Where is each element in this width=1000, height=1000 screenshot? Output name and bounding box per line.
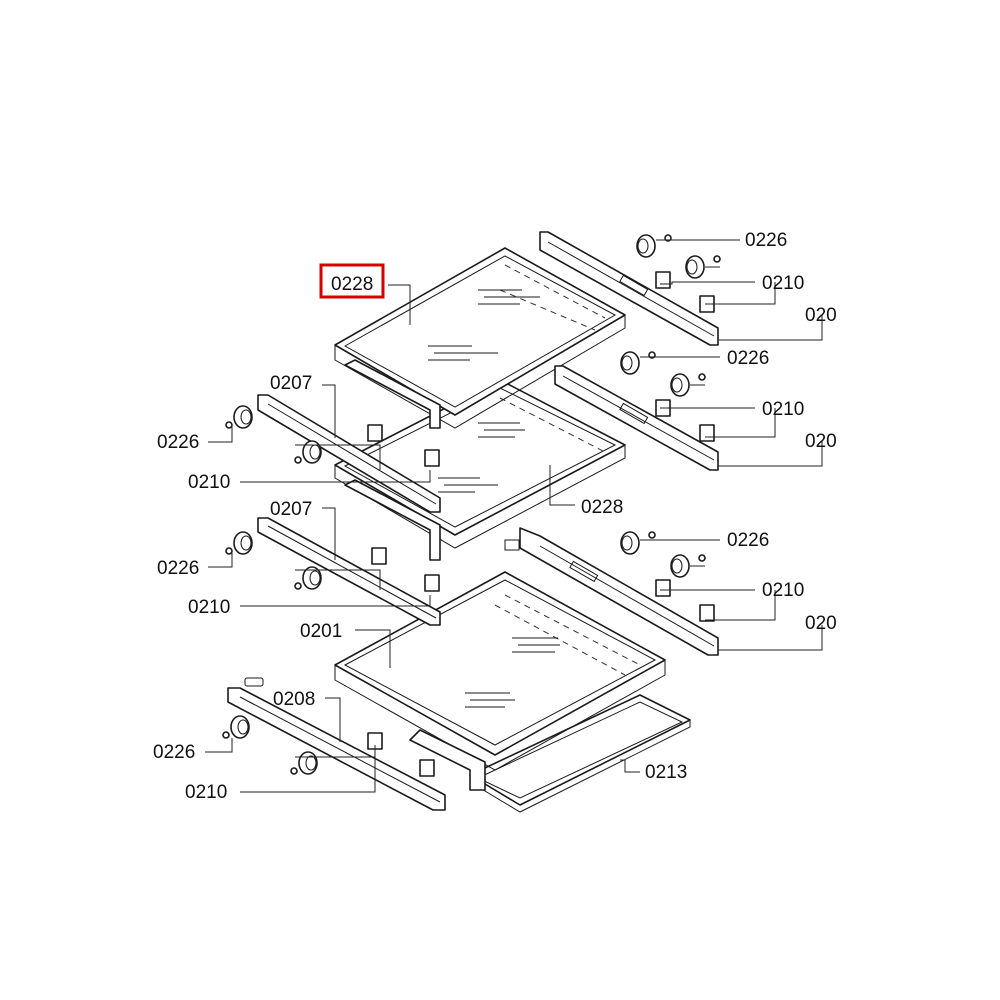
callout-0226-left-lower: 0226	[153, 742, 195, 763]
rail-left-upper	[257, 394, 441, 513]
callout-0228-middle: 0228	[581, 497, 623, 518]
callout-0226-right-upper: 0226	[745, 230, 787, 251]
callout-0208-right-lower: 020	[805, 613, 837, 634]
rail-right-upper	[539, 231, 719, 346]
callout-0207-right-upper: 020	[805, 305, 837, 326]
callout-0210-right-middle: 0210	[762, 399, 804, 420]
callout-0210-right-lower: 0210	[762, 580, 804, 601]
highlight-box	[319, 263, 385, 299]
callout-0210-left-lower: 0210	[185, 782, 227, 803]
callout-0226-left-middle: 0226	[157, 558, 199, 579]
callout-0228-top: 0228	[331, 274, 373, 295]
callout-0210-right-upper: 0210	[762, 273, 804, 294]
callout-0207-left-middle: 0207	[270, 499, 312, 520]
rail-left-lower	[227, 677, 446, 811]
callout-0201: 0201	[300, 621, 342, 642]
glass-shelf-0228-top	[334, 247, 626, 429]
callout-0210-left-middle: 0210	[188, 597, 230, 618]
rail-left-middle	[257, 517, 441, 626]
callout-0207-left-upper: 0207	[270, 373, 312, 394]
rail-right-lower	[504, 527, 719, 656]
glass-shelf-0201	[334, 571, 666, 791]
callout-0213: 0213	[645, 762, 687, 783]
callout-0226-right-lower: 0226	[727, 530, 769, 551]
callout-0210-left-upper: 0210	[188, 472, 230, 493]
rail-right-middle	[554, 365, 719, 471]
callout-0208-left-lower: 0208	[273, 689, 315, 710]
callout-0226-left-upper: 0226	[157, 432, 199, 453]
leader-lines	[205, 239, 823, 793]
callout-labels: 0228 0226 0210 020 0226 0210 020 0207 02…	[153, 230, 837, 803]
callout-0226-right-middle: 0226	[727, 348, 769, 369]
callout-0207-right-middle: 020	[805, 431, 837, 452]
